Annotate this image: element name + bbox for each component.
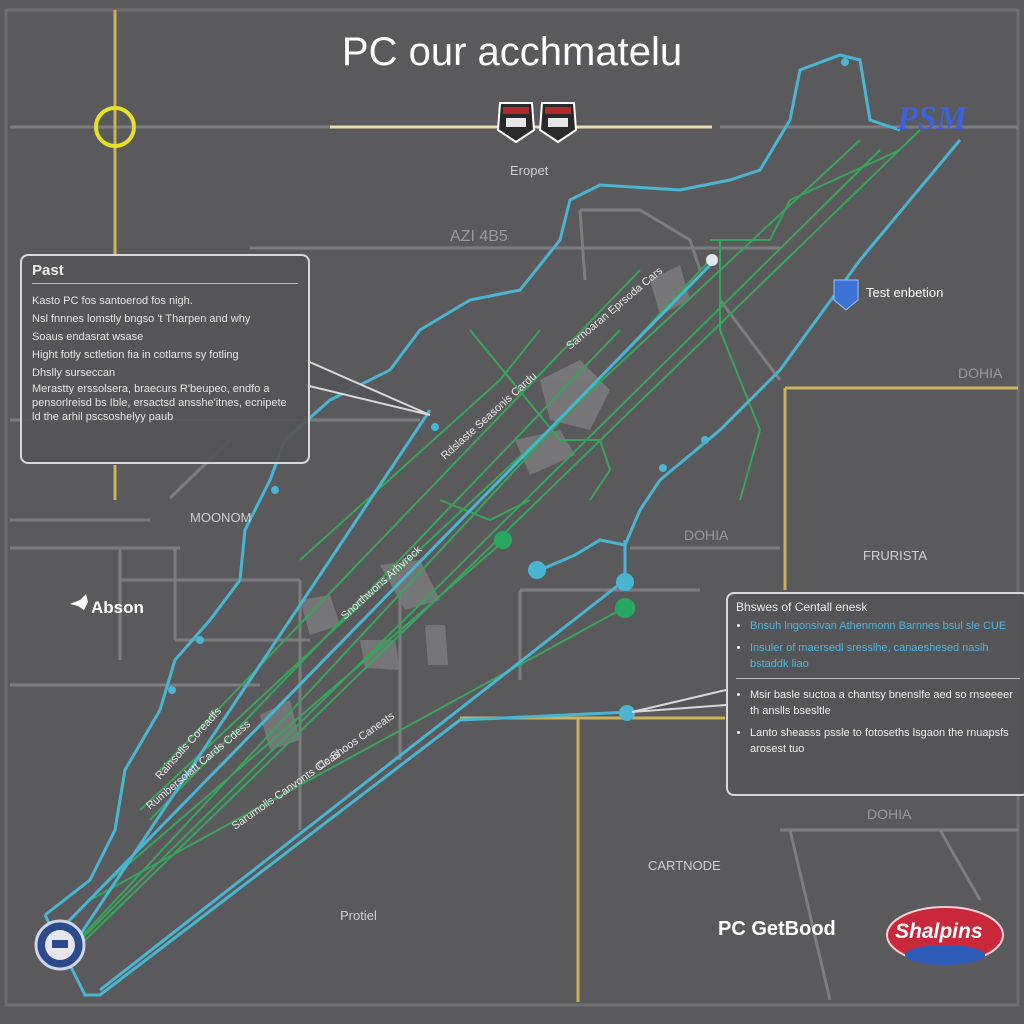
green-route xyxy=(149,329,621,821)
place-label-azi: AZI 4B5 xyxy=(450,228,508,245)
place-label-abson: Abson xyxy=(91,598,144,617)
info-list-white: Msir basle suctoa a chantsy bnenslfe aed… xyxy=(736,687,1020,757)
cyan-node xyxy=(701,436,709,444)
right-callout-pointer xyxy=(631,689,727,713)
us-highway-shield-icon xyxy=(538,102,578,144)
green-route xyxy=(439,499,531,522)
info-panel-line: ld the arhil pscsoshelyy paub xyxy=(32,411,174,423)
left-callout-pointer xyxy=(304,359,431,416)
cyan-node[interactable] xyxy=(528,561,546,579)
urban-block xyxy=(540,360,610,430)
info-panel-divider xyxy=(736,678,1020,679)
road xyxy=(718,299,782,381)
pc-getbood-label: PC GetBood xyxy=(718,918,836,940)
urban-block xyxy=(650,265,690,315)
info-panel-heading: Bhswes of Centall enesk xyxy=(736,600,868,614)
brand-logo-top-right: PSM xyxy=(897,100,967,137)
green-route xyxy=(69,149,881,951)
cyan-node[interactable] xyxy=(616,573,634,591)
blue-shield-marker-icon[interactable] xyxy=(833,279,859,311)
info-list-item-text: Lanto sheasss pssle to fotoseths lsgaon … xyxy=(750,727,1009,755)
place-label-dohia-3: DOHIA xyxy=(867,806,912,822)
info-panel-left: Past Kasto PC fos santoerod fos nigh. Nsl… xyxy=(20,254,310,464)
route-label: Sarnoaran Eprsoda Cars xyxy=(564,265,665,353)
shalpins-logo xyxy=(886,906,1004,965)
info-list-item-text: Msir basle suctoa a chantsy bnenslfe aed… xyxy=(750,689,1013,717)
info-panel-right: Bhswes of Centall enesk Bnsuh lngonsivan… xyxy=(726,592,1024,796)
green-route xyxy=(159,269,641,771)
cyan-node[interactable] xyxy=(619,705,635,721)
cyan-routes xyxy=(43,53,962,997)
shalpins-logo-text: Shalpins xyxy=(895,920,983,943)
urban-block xyxy=(425,625,448,665)
road xyxy=(580,208,702,271)
green-route xyxy=(469,329,612,501)
info-list-item: Msir basle suctoa a chantsy bnenslfe aed… xyxy=(750,687,1020,719)
place-label-moonom: MOONOM xyxy=(190,510,252,525)
test-station-label: Test enbetion xyxy=(866,285,944,300)
cyan-route-boundary xyxy=(44,53,901,917)
green-route xyxy=(139,139,861,811)
cyan-route xyxy=(68,409,432,951)
place-label-protiel: Protiel xyxy=(340,908,377,923)
info-panel-body: Kasto PC fos santoerod fos nigh. Nsl fnnn… xyxy=(32,292,298,424)
info-list-item: Insuler of maersedl sresslhe, canaeshese… xyxy=(750,640,1020,672)
green-route xyxy=(109,539,506,881)
info-list-item-text: Bnsuh lngonsivan Athenmonn Barnnes bsul … xyxy=(750,620,1007,632)
urban-blocks xyxy=(260,265,690,750)
cyan-route xyxy=(99,578,626,992)
place-label-cartnode: CARTNODE xyxy=(648,858,721,873)
cyan-route-boundary xyxy=(530,139,962,572)
info-panel-line: Soaus endasrat wsase xyxy=(32,331,144,343)
bird-icon xyxy=(70,594,88,610)
map-frame xyxy=(4,8,1020,1007)
urban-block xyxy=(300,595,340,635)
info-panel-line: pensorlreisd bs Ible, ersactsd ansshe'it… xyxy=(32,397,287,409)
place-label-dohia-2: DOHIA xyxy=(684,527,729,543)
info-list-blue: Bnsuh lngonsivan Athenmonn Barnnes bsul … xyxy=(736,618,1020,672)
green-node[interactable] xyxy=(494,531,512,549)
white-node[interactable] xyxy=(706,254,718,266)
green-route xyxy=(719,240,762,501)
info-panel-line: Hight fotly sctletion fia in cotlarns sy… xyxy=(32,349,239,361)
green-route xyxy=(710,149,901,241)
round-emblem-icon xyxy=(34,919,86,971)
road xyxy=(938,829,982,901)
cyan-node xyxy=(659,464,667,472)
cyan-node xyxy=(271,486,279,494)
yellow-ring-icon[interactable] xyxy=(94,106,136,148)
urban-block xyxy=(515,430,575,475)
info-list-item: Lanto sheasss pssle to fotoseths lsgaon … xyxy=(750,725,1020,757)
cyan-route xyxy=(43,710,631,997)
info-list-item: Bnsuh lngonsivan Athenmonn Barnnes bsul … xyxy=(750,618,1020,634)
road xyxy=(578,209,587,281)
place-label-eropet: Eropet xyxy=(510,163,549,178)
info-list-item-text: Insuler of maersedl sresslhe, canaeshese… xyxy=(750,642,989,670)
cyan-node xyxy=(431,423,439,431)
place-label-dohia-1: DOHIA xyxy=(958,365,1003,381)
green-route xyxy=(299,329,541,561)
cyan-node xyxy=(196,636,204,644)
road xyxy=(788,829,832,1001)
cyan-node xyxy=(841,58,849,66)
us-highway-shield-icon xyxy=(496,102,536,144)
info-panel-line: Kasto PC fos santoerod fos nigh. xyxy=(32,295,193,307)
green-node[interactable] xyxy=(615,598,635,618)
info-panel-line: Nsl fnnnes lomstly bngso 't Tharpen and … xyxy=(32,313,251,325)
cyan-node xyxy=(168,686,176,694)
info-panel-line: Dhslly surseccan xyxy=(32,367,116,379)
info-panel-line: Merastty erssolsera, braecurs R'beupeo, … xyxy=(32,383,270,395)
map-title: PC our acchmatelu xyxy=(341,30,683,74)
route-label: Cc Shoos Caneats xyxy=(315,710,397,773)
route-nodes xyxy=(168,58,849,721)
info-panel-divider xyxy=(32,283,298,284)
green-route xyxy=(89,609,621,901)
cyan-route xyxy=(58,258,717,932)
info-panel-heading: Past xyxy=(32,262,64,279)
place-label-frurista: FRURISTA xyxy=(863,548,928,563)
